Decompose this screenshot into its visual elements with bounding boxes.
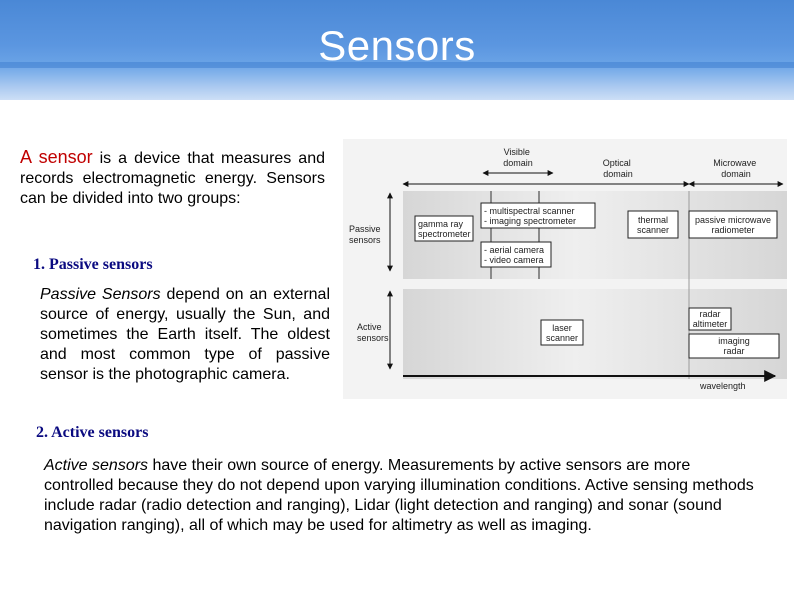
title-band xyxy=(0,62,794,68)
svg-text:- aerial camera- video camera: - aerial camera- video camera xyxy=(484,245,544,265)
active-paragraph: Active sensors have their own source of … xyxy=(44,456,756,536)
active-row-label: Active sensors xyxy=(357,322,389,343)
active-term: Active sensors xyxy=(44,457,149,474)
active-heading: 2. Active sensors xyxy=(36,424,149,441)
passive-paragraph: Passive Sensors depend on an external so… xyxy=(40,285,330,385)
active-text: have their own source of energy. Measure… xyxy=(44,457,754,534)
microwave-domain-label: Microwave domain xyxy=(713,158,759,179)
intro-text: is a device that measures and records el… xyxy=(20,150,325,207)
multispectral-scanner-box: - multispectral scanner- imaging spectro… xyxy=(480,202,596,229)
slide-title: Sensors xyxy=(318,22,476,69)
intro-paragraph: A sensor is a device that measures and r… xyxy=(20,147,325,209)
passive-row-label: Passive sensors xyxy=(349,224,383,245)
passive-text: depend on an external source of energy, … xyxy=(40,286,330,383)
sensor-diagram: Visible domain Optical domain Microwave … xyxy=(343,139,787,399)
visible-domain-label: Visible domain xyxy=(503,147,533,168)
passive-term: Passive Sensors xyxy=(40,286,161,303)
optical-domain-label: Optical domain xyxy=(603,158,634,179)
passive-heading: 1. Passive sensors xyxy=(33,256,153,273)
title-bar: Sensors xyxy=(0,0,794,100)
aerial-camera-box: - aerial camera- video camera xyxy=(480,241,552,268)
intro-highlight: A sensor xyxy=(20,147,93,167)
sensor-diagram-svg: Visible domain Optical domain Microwave … xyxy=(349,147,787,391)
svg-text:- multispectral scanner- imagi: - multispectral scanner- imaging spectro… xyxy=(484,206,576,226)
wavelength-label: wavelength xyxy=(699,381,746,391)
